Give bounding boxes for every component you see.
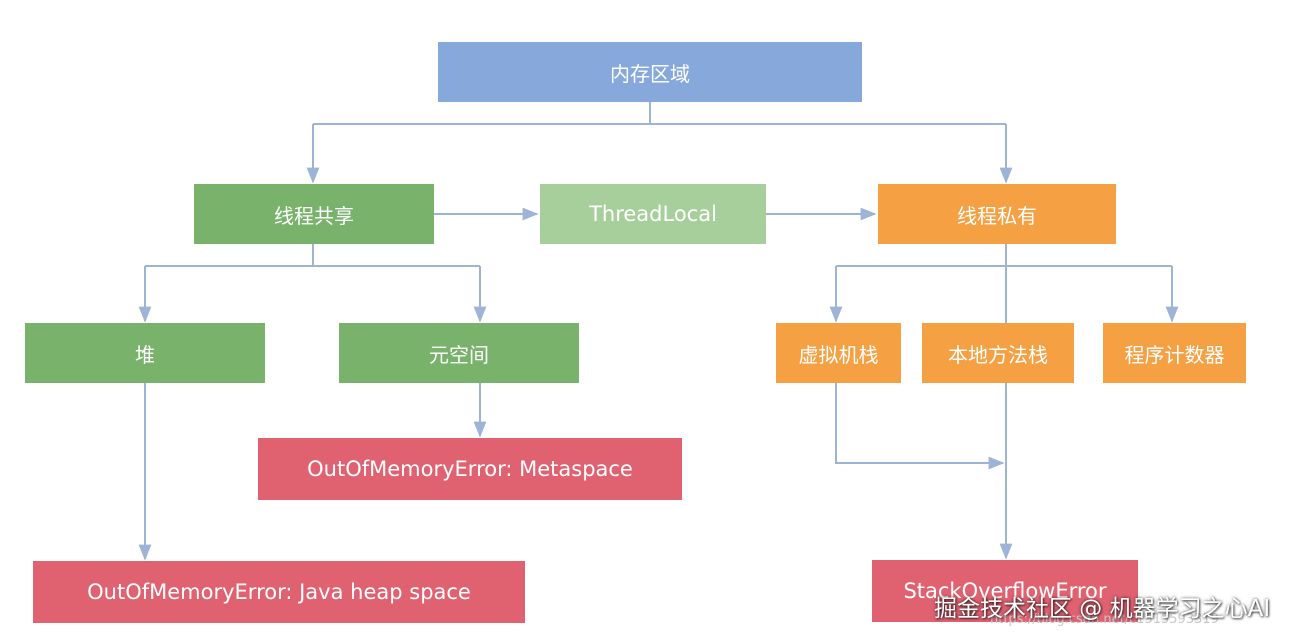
node-memory-areas: 内存区域 <box>438 42 862 102</box>
node-stackoverflow-error: StackOverflowError <box>872 560 1138 622</box>
node-oom-metaspace: OutOfMemoryError: Metaspace <box>258 438 682 500</box>
edge-shared-bus <box>145 244 480 267</box>
edge-root-bus <box>313 102 1006 125</box>
node-native-method-stack: 本地方法栈 <box>922 323 1074 383</box>
node-program-counter: 程序计数器 <box>1103 323 1246 383</box>
node-thread-shared: 线程共享 <box>194 184 434 244</box>
node-threadlocal: ThreadLocal <box>540 184 766 244</box>
watermark-url: https://blog.csdn.net/c1515593319 <box>990 612 1219 627</box>
node-vm-stack: 虚拟机栈 <box>776 323 901 383</box>
node-metaspace: 元空间 <box>339 323 579 383</box>
node-oom-heap: OutOfMemoryError: Java heap space <box>33 561 525 623</box>
edge-vm-stack-to-trunk <box>835 383 1005 470</box>
node-heap: 堆 <box>25 323 265 383</box>
node-thread-private: 线程私有 <box>878 184 1116 244</box>
watermark-text: 掘金技术社区 @ 机器学习之心AI <box>934 596 1271 622</box>
